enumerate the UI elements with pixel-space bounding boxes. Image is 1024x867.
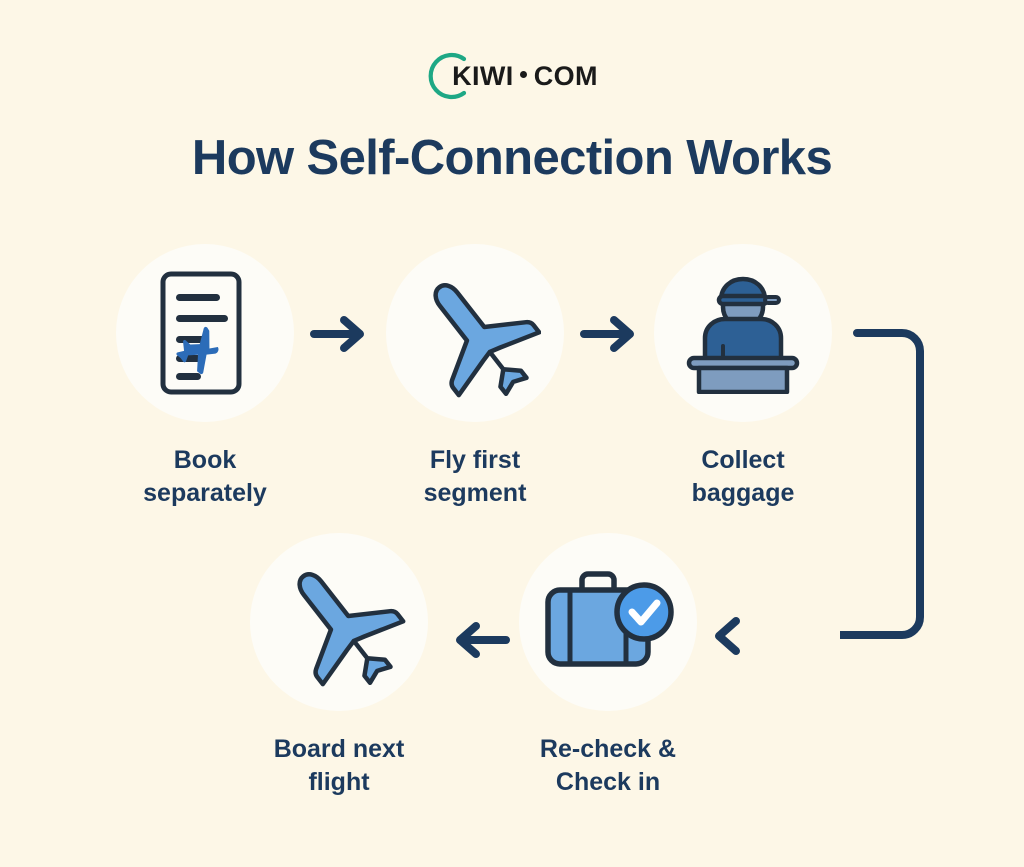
- step-4-recheck-check-in: Re-check & Check in: [493, 533, 723, 799]
- arrow-step2-to-step3: [580, 316, 634, 352]
- arrow-step1-to-step2: [310, 316, 364, 352]
- airport-officer-desk-icon: [686, 276, 800, 394]
- step-5-icon-badge: [250, 533, 428, 711]
- airplane-icon: [297, 572, 406, 687]
- arrow-step3-to-step4: [840, 329, 924, 639]
- suitcase-check-icon: [545, 571, 674, 667]
- page-title: How Self-Connection Works: [191, 131, 833, 185]
- step-2-icon-badge: [386, 244, 564, 422]
- logo-text-kiwi: KIWI: [452, 60, 514, 91]
- logo-wrapper: KIWI COM: [426, 44, 598, 108]
- step-4-label: Re-check & Check in: [539, 735, 677, 796]
- step-1-label: Book separately: [143, 446, 267, 507]
- step-3-collect-baggage: Collect baggage: [628, 244, 858, 510]
- kiwi-com-logo: KIWI COM: [0, 44, 1024, 108]
- step-1-book-separately: Book separately: [90, 244, 320, 510]
- step-5-label: Board next flight: [273, 735, 405, 796]
- logo-text-com: COM: [533, 60, 598, 91]
- step-2-label: Fly first segment: [423, 446, 527, 507]
- airplane-icon: [433, 283, 541, 398]
- step-5-board-next-flight: Board next flight: [224, 533, 454, 799]
- kiwi-ring-icon: [428, 52, 467, 100]
- step-3-label: Collect baggage: [691, 446, 795, 507]
- step-4-icon-badge: [519, 533, 697, 711]
- logo-text: KIWI COM: [426, 61, 598, 92]
- arrow-step4-to-step5: [456, 622, 510, 658]
- ticket-document-plane-icon: [160, 271, 242, 395]
- step-3-icon-badge: [654, 244, 832, 422]
- logo-separator-dot: [519, 70, 527, 78]
- step-2-fly-first-segment: Fly first segment: [360, 244, 590, 510]
- arrow-step3-to-step4-head: [715, 617, 740, 655]
- step-1-icon-badge: [116, 244, 294, 422]
